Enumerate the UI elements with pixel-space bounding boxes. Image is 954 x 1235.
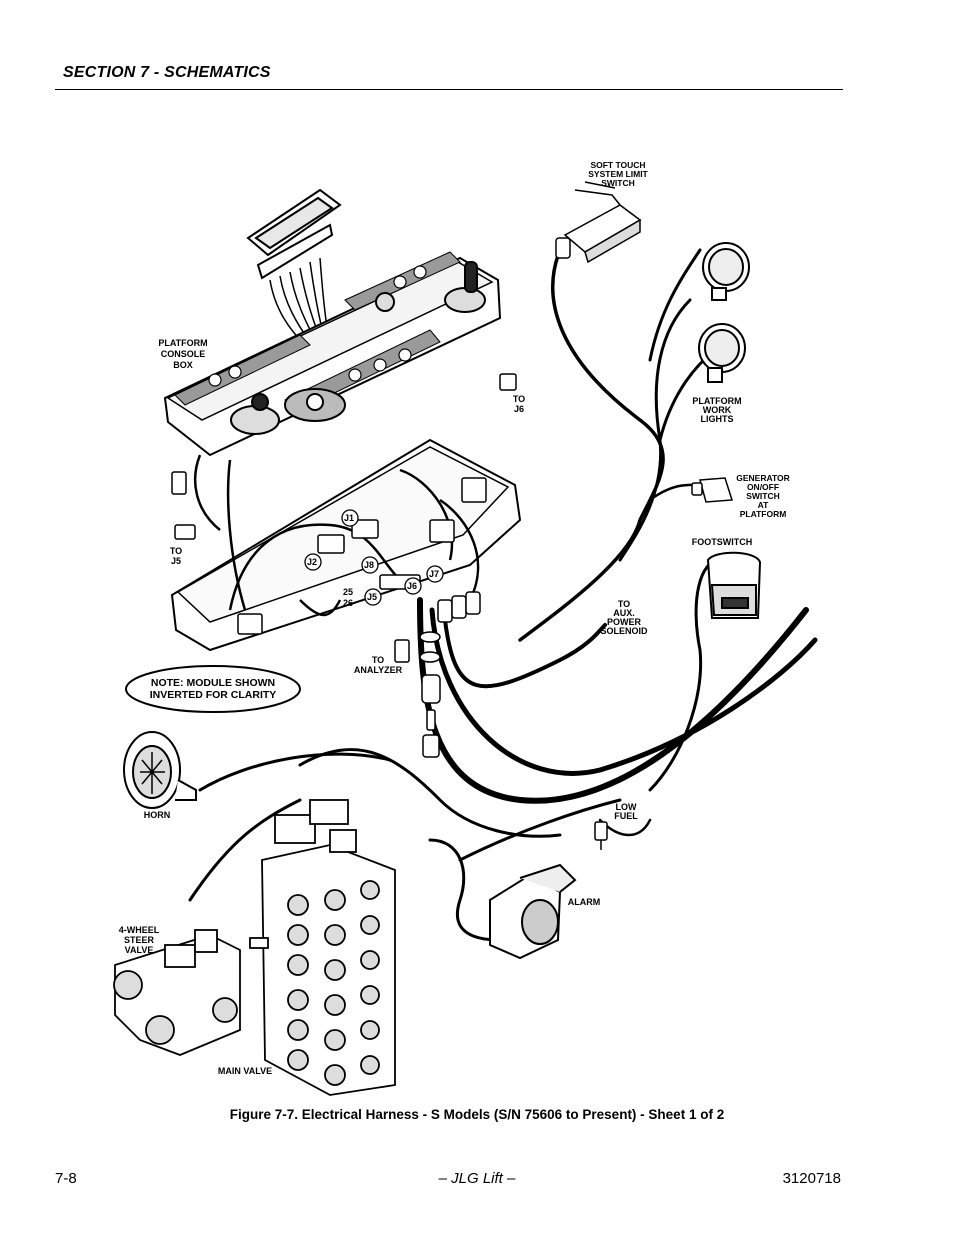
connector-j1-label: J1 bbox=[344, 513, 354, 523]
to-j5-label-1: TO bbox=[170, 546, 182, 556]
soft-touch-label-2: SYSTEM LIMIT bbox=[588, 169, 648, 179]
connector-j2-label: J2 bbox=[307, 557, 317, 567]
generator-switch bbox=[691, 477, 734, 503]
footswitch-label: FOOTSWITCH bbox=[692, 537, 753, 547]
main-valve bbox=[249, 799, 396, 1096]
note-callout: NOTE: MODULE SHOWN INVERTED FOR CLARITY bbox=[125, 665, 301, 713]
horn bbox=[123, 731, 197, 809]
horn-label: HORN bbox=[144, 810, 171, 820]
generator-label-3: SWITCH bbox=[746, 491, 780, 501]
low-fuel-label-2: FUEL bbox=[614, 811, 638, 821]
connector-markers bbox=[304, 509, 444, 606]
work-lights-label-2: WORK bbox=[703, 405, 732, 415]
aux-power-label-4: SOLENOID bbox=[600, 626, 648, 636]
connector-j7 bbox=[426, 565, 444, 583]
header-rule bbox=[55, 89, 843, 90]
generator-label-5: PLATFORM bbox=[740, 509, 787, 519]
to-j6-label-1: TO bbox=[513, 394, 525, 404]
work-lights-label-3: LIGHTS bbox=[701, 414, 734, 424]
section-title: SECTION 7 - SCHEMATICS bbox=[63, 64, 271, 81]
figure-caption: Figure 7-7. Electrical Harness - S Model… bbox=[229, 1107, 725, 1122]
to-j6-label-2: J6 bbox=[514, 404, 524, 414]
note-line-1: NOTE: MODULE SHOWN bbox=[151, 677, 275, 689]
note-line-2: INVERTED FOR CLARITY bbox=[150, 689, 277, 701]
steer-valve-label-3: VALVE bbox=[125, 945, 154, 955]
work-light-lower bbox=[698, 323, 746, 383]
generator-label-4: AT bbox=[758, 500, 770, 510]
work-lights-label-1: PLATFORM bbox=[692, 396, 741, 406]
low-fuel-sender bbox=[594, 821, 608, 850]
footer-brand: – JLG Lift – bbox=[438, 1170, 516, 1187]
alarm-label: ALARM bbox=[568, 897, 601, 907]
document-number: 3120718 bbox=[782, 1170, 841, 1187]
aux-power-label-3: POWER bbox=[607, 617, 642, 627]
console-label-2: CONSOLE bbox=[161, 349, 206, 359]
callout-labels: SOFT TOUCH SYSTEM LIMIT SWITCH PLATFORM … bbox=[119, 160, 790, 1076]
pin-26-label: 26 bbox=[343, 598, 353, 608]
platform-console-box bbox=[163, 251, 502, 457]
steer-valve-label-2: STEER bbox=[124, 935, 155, 945]
electrical-harness-diagram: J1 J2 J8 J6 J7 J5 25 26 bbox=[113, 160, 818, 1096]
steer-valve-label-1: 4-WHEEL bbox=[119, 925, 160, 935]
console-label-3: BOX bbox=[173, 360, 193, 370]
connector-j6-label: J6 bbox=[407, 581, 417, 591]
alarm bbox=[489, 863, 577, 960]
bulkhead-connectors bbox=[394, 591, 481, 758]
steer-valve bbox=[113, 929, 241, 1056]
low-fuel-label-1: LOW bbox=[616, 802, 637, 812]
main-valve-label: MAIN VALVE bbox=[218, 1066, 272, 1076]
soft-touch-label-1: SOFT TOUCH bbox=[590, 160, 645, 170]
pin-25-label: 25 bbox=[343, 587, 353, 597]
connector-j6 bbox=[404, 577, 422, 595]
page-number: 7-8 bbox=[55, 1170, 77, 1187]
to-analyzer-label-2: ANALYZER bbox=[354, 665, 403, 675]
to-j5-label-2: J5 bbox=[171, 556, 181, 566]
connector-j5 bbox=[364, 588, 382, 606]
console-base bbox=[170, 373, 522, 652]
connector-j8 bbox=[361, 556, 379, 574]
to-analyzer-label-1: TO bbox=[372, 655, 384, 665]
soft-touch-switch bbox=[555, 181, 642, 264]
soft-touch-label-3: SWITCH bbox=[601, 178, 635, 188]
connector-j1 bbox=[341, 509, 359, 527]
connector-j8-label: J8 bbox=[364, 560, 374, 570]
console-label-1: PLATFORM bbox=[158, 338, 207, 348]
generator-label-2: ON/OFF bbox=[747, 482, 779, 492]
aux-power-label-1: TO bbox=[618, 599, 630, 609]
footswitch bbox=[706, 551, 762, 619]
generator-label-1: GENERATOR bbox=[736, 473, 790, 483]
connector-j5-label: J5 bbox=[367, 592, 377, 602]
work-light-upper bbox=[702, 242, 750, 301]
aux-power-label-2: AUX. bbox=[613, 608, 635, 618]
connector-j2 bbox=[304, 553, 322, 571]
connector-j7-label: J7 bbox=[429, 569, 439, 579]
